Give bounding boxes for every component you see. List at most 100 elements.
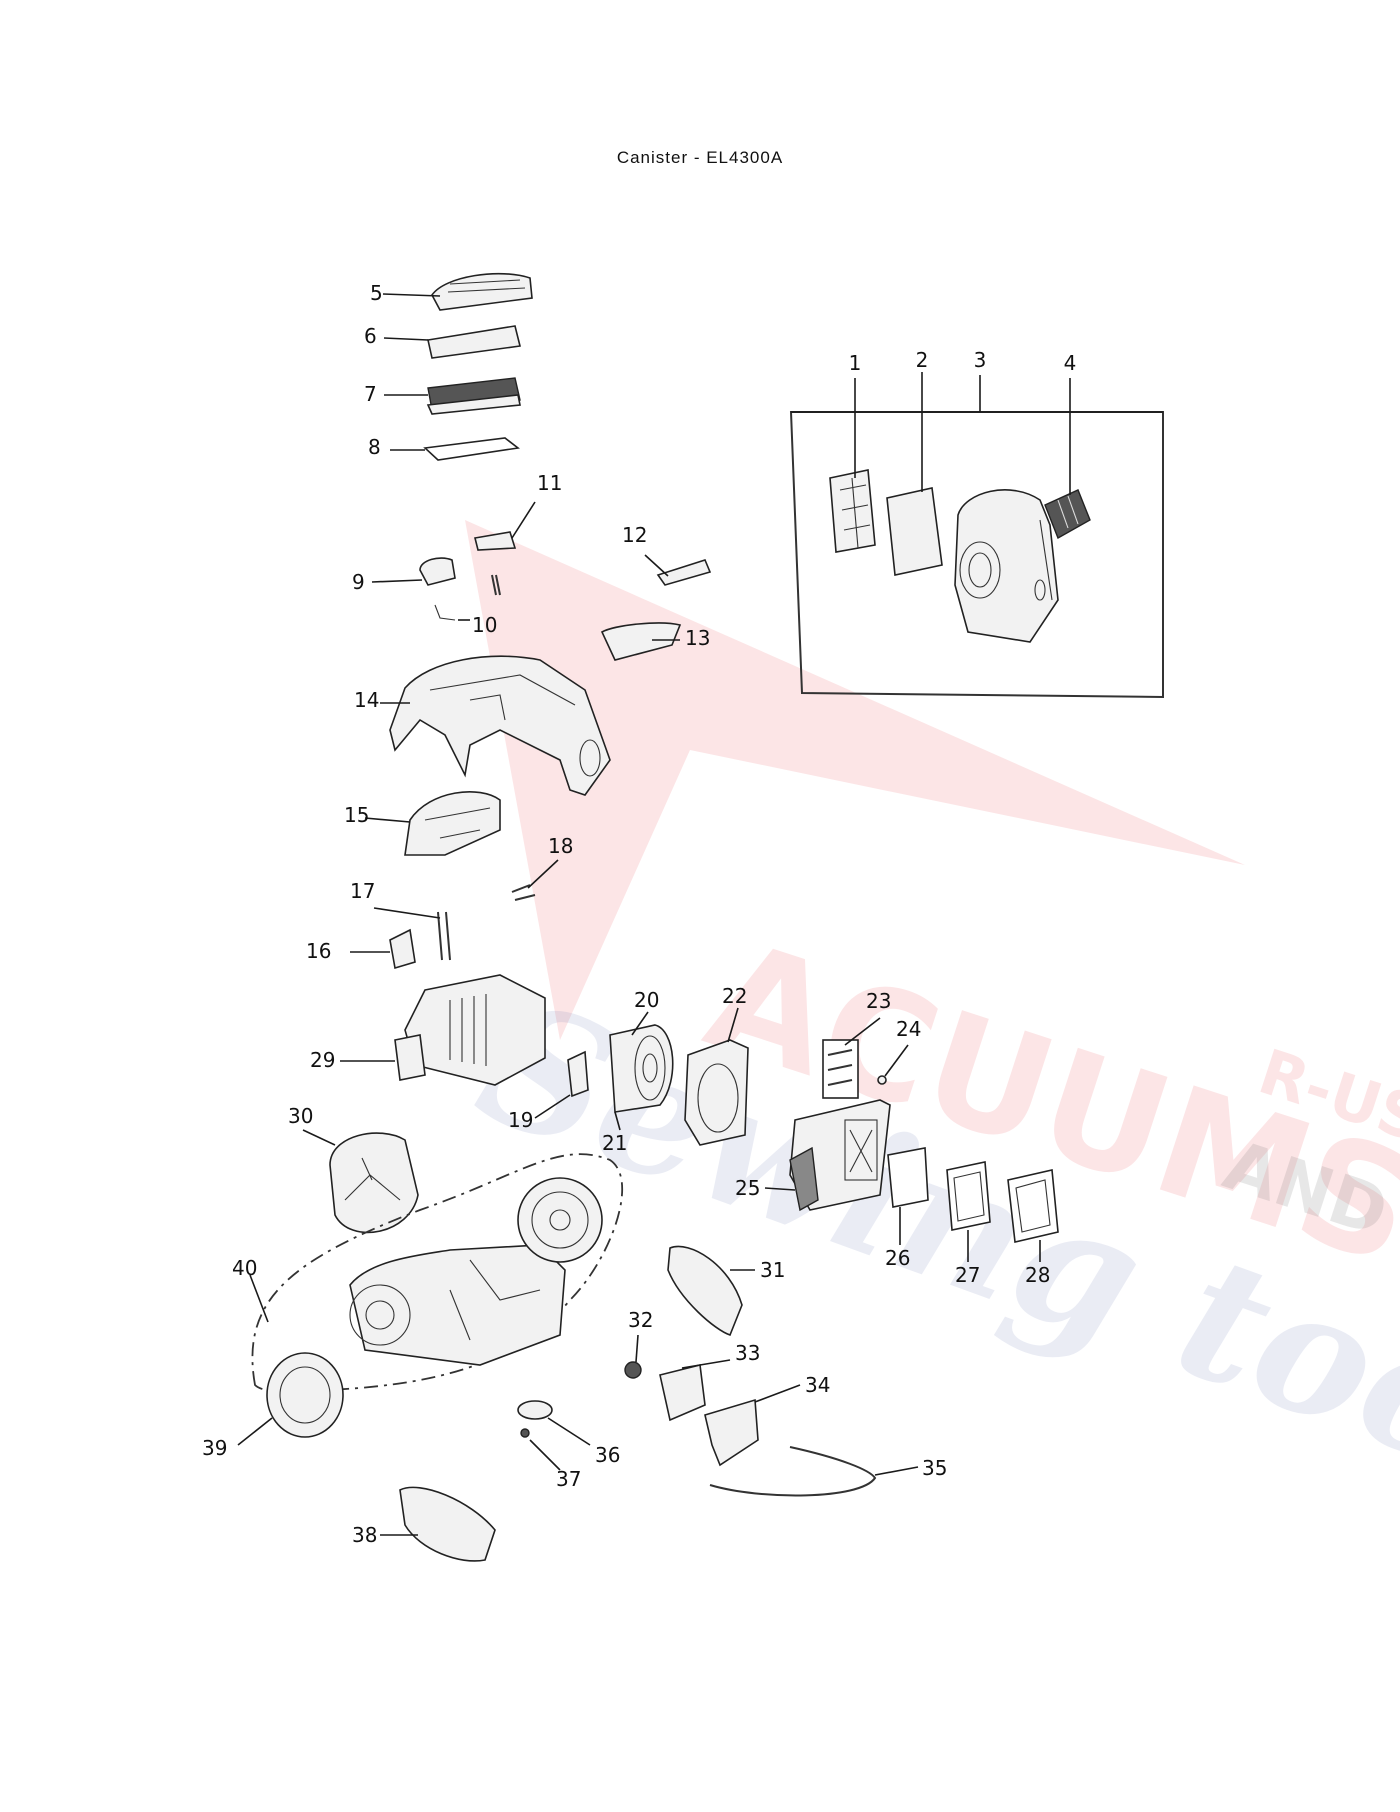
- part-2-foam-filter: [886, 487, 943, 576]
- leader-19: [534, 1094, 571, 1119]
- part-29-motor-chamber: [394, 974, 546, 1086]
- leader-35: [874, 1466, 919, 1476]
- callout-5: 5: [370, 281, 383, 305]
- leader-11: [511, 501, 536, 539]
- part-24-screw: [877, 1075, 887, 1085]
- leader-33: [681, 1359, 731, 1369]
- page-title: Canister - EL4300A: [616, 148, 784, 167]
- leader-36: [547, 1417, 591, 1446]
- leader-5: [382, 293, 441, 297]
- leader-12: [644, 554, 669, 577]
- callout-37: 37: [556, 1467, 581, 1491]
- callout-38: 38: [352, 1523, 377, 1547]
- leader-34: [754, 1384, 801, 1403]
- callout-27: 27: [955, 1263, 980, 1287]
- part-34-bumper: [704, 1398, 759, 1467]
- part-20-motor: [609, 1024, 674, 1113]
- part-10-spring: [434, 604, 456, 621]
- part-25-exhaust-housing: [789, 1099, 891, 1212]
- part-23-exhaust-grille: [822, 1039, 859, 1099]
- callout-31: 31: [760, 1258, 785, 1282]
- callout-4: 4: [1064, 351, 1077, 375]
- part-22-motor-cover: [684, 1039, 749, 1146]
- part-14-top-housing: [389, 655, 611, 796]
- part-35-cord: [709, 1446, 877, 1497]
- callout-35: 35: [922, 1456, 947, 1480]
- callout-26: 26: [885, 1246, 910, 1270]
- part-1-filter-frame: [829, 469, 876, 553]
- callout-24: 24: [896, 1017, 921, 1041]
- callout-30: 30: [288, 1104, 313, 1128]
- part-16-block: [389, 928, 416, 970]
- part-8-gasket: [423, 437, 520, 461]
- callout-13: 13: [685, 626, 710, 650]
- part-28-filter-frame: [1007, 1169, 1059, 1243]
- leader-6: [383, 337, 429, 341]
- part-11-latch: [474, 531, 517, 551]
- part-30-cord-reel: [329, 1132, 419, 1234]
- callout-21: 21: [602, 1131, 627, 1155]
- callout-7: 7: [364, 382, 377, 406]
- part-32-knob: [624, 1361, 642, 1379]
- leader-32: [635, 1334, 639, 1363]
- callout-labels: 1 2 3 4 5 6 7 8 9 10 11 12 13 14 15 16 1…: [202, 281, 1076, 1547]
- leader-21: [614, 1111, 621, 1131]
- leader-30: [302, 1129, 336, 1146]
- part-26-filter: [887, 1147, 929, 1208]
- kit-box: [789, 372, 1164, 699]
- part-38-side-panel: [399, 1486, 496, 1562]
- leader-18: [527, 859, 559, 889]
- leader-9: [371, 579, 423, 583]
- part-33-bracket: [659, 1364, 706, 1422]
- callout-39: 39: [202, 1436, 227, 1460]
- part-39-front-wheel: [266, 1352, 344, 1438]
- part-3-filter-housing: [954, 489, 1059, 643]
- callout-12: 12: [622, 523, 647, 547]
- callout-11: 11: [537, 471, 562, 495]
- part-36-caster: [517, 1400, 553, 1420]
- part-31-side-panel: [667, 1245, 743, 1336]
- leader-17: [373, 907, 441, 919]
- part-5-cover: [431, 272, 533, 311]
- part-27-filter-frame: [946, 1161, 991, 1231]
- leader-15: [364, 817, 411, 823]
- leader-25: [764, 1187, 796, 1191]
- part-18-clip: [511, 884, 536, 901]
- leader-23: [844, 1017, 881, 1046]
- callout-20: 20: [634, 988, 659, 1012]
- callout-1: 1: [849, 351, 862, 375]
- callout-17: 17: [350, 879, 375, 903]
- part-40-main-body: [349, 1244, 566, 1366]
- callout-6: 6: [364, 324, 377, 348]
- callout-14: 14: [354, 688, 379, 712]
- callout-25: 25: [735, 1176, 760, 1200]
- leader-20: [631, 1011, 649, 1036]
- watermark: ACUUMS R-US AND Sewing too: [456, 520, 1400, 1507]
- part-4-nozzle: [1044, 489, 1091, 540]
- part-19-seal: [567, 1050, 589, 1098]
- leader-22: [727, 1007, 739, 1043]
- callout-32: 32: [628, 1308, 653, 1332]
- part-6-foam-pad: [427, 325, 521, 359]
- callout-34: 34: [805, 1373, 830, 1397]
- callout-15: 15: [344, 803, 369, 827]
- callout-8: 8: [368, 435, 381, 459]
- part-37-pin: [520, 1428, 530, 1438]
- callout-3: 3: [974, 348, 987, 372]
- part-9-button: [419, 557, 456, 586]
- callout-19: 19: [508, 1108, 533, 1132]
- part-40-assembly-outline: [251, 1153, 624, 1393]
- part-17-bracket: [437, 911, 451, 961]
- callout-23: 23: [866, 989, 891, 1013]
- callout-28: 28: [1025, 1263, 1050, 1287]
- leader-37: [529, 1439, 561, 1471]
- part-13-handle-cover: [600, 622, 682, 661]
- callout-10: 10: [472, 613, 497, 637]
- watermark-v-shape: [465, 520, 1245, 1040]
- callout-16: 16: [306, 939, 331, 963]
- callout-33: 33: [735, 1341, 760, 1365]
- part-7-hepa-filter: [426, 377, 521, 415]
- callout-18: 18: [548, 834, 573, 858]
- part-15-internal-housing: [404, 791, 501, 856]
